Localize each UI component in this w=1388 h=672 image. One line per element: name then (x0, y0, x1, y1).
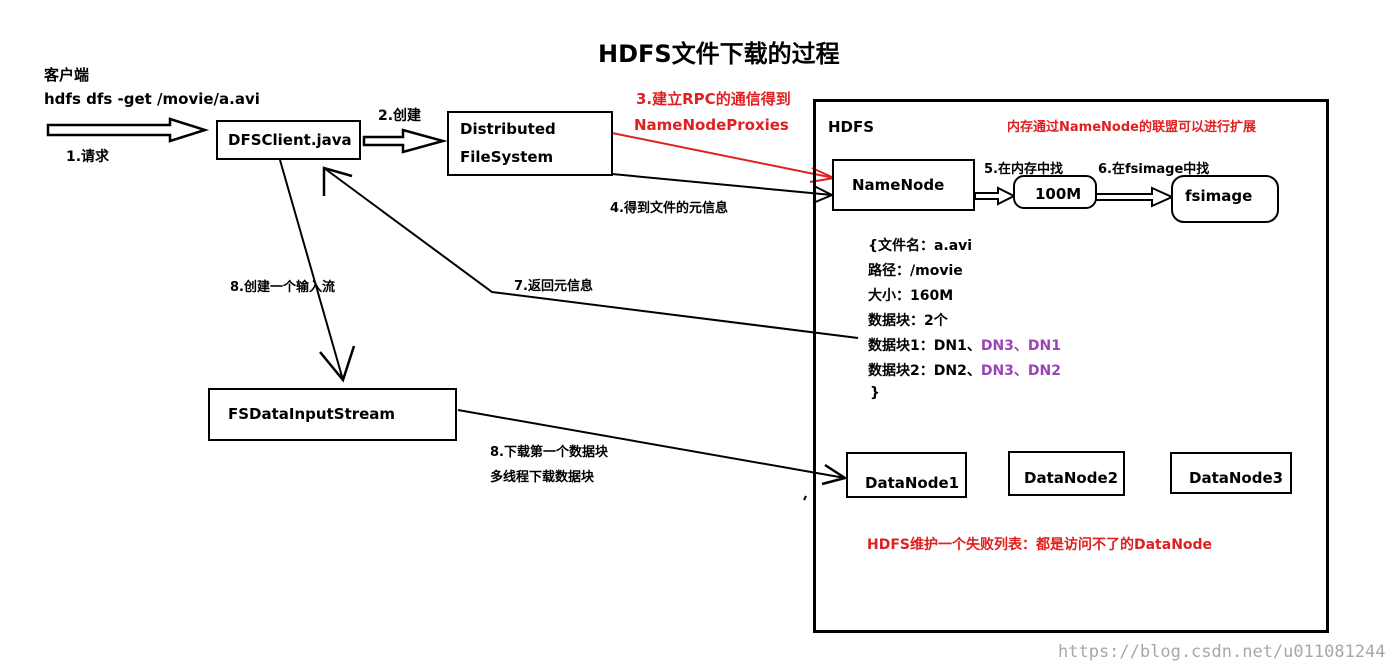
fsimage-box-shape (1171, 175, 1279, 223)
stray-mark (803, 495, 807, 501)
metadata-arrow (611, 173, 833, 196)
input-stream-box: FSDataInputStream (208, 388, 457, 441)
namenode-box: NameNode (832, 159, 975, 211)
step-8-create-label: 8.创建一个输入流 (230, 280, 335, 295)
dfs-client-box: DFSClient.java (216, 120, 361, 160)
metadata-block-count: 数据块：2个 (868, 313, 948, 329)
create-stream-arrowhead (319, 345, 356, 383)
metadata-size: 大小：160M (868, 288, 954, 304)
datanode3-label: DataNode3 (1189, 469, 1284, 487)
step-3-proxy-label: NameNodeProxies (634, 116, 789, 134)
step-6-label: 6.在fsimage中找 (1098, 162, 1210, 177)
metadata-filename: {文件名：a.avi (868, 238, 973, 254)
page-title: HDFS文件下载的过程 (598, 40, 840, 68)
metadata-block1: 数据块1：DN1、DN3、DN1 (868, 335, 1061, 355)
metadata-block2: 数据块2：DN2、DN3、DN2 (868, 360, 1061, 380)
hdfs-container (813, 99, 1329, 633)
distributed-filesystem-line1: Distributed (460, 120, 556, 138)
multithread-download-label: 多线程下载数据块 (490, 470, 595, 485)
datanode2-box: DataNode2 (1008, 451, 1125, 496)
hdfs-label: HDFS (828, 118, 875, 136)
metadata-block2-primary: 数据块2：DN2、 (868, 363, 981, 379)
create-arrow (362, 128, 448, 154)
request-arrow (46, 117, 210, 143)
create-stream-line (279, 159, 344, 381)
datanode1-box: DataNode1 (846, 452, 967, 498)
metadata-close: } (870, 385, 880, 401)
step-4-label: 4.得到文件的元信息 (610, 201, 728, 216)
federation-note: 内存通过NameNode的联盟可以进行扩展 (1007, 120, 1256, 135)
datanode2-label: DataNode2 (1024, 469, 1119, 487)
watermark: https://blog.csdn.net/u011081244 (1058, 642, 1386, 662)
distributed-filesystem-box: Distributed FileSystem (447, 111, 613, 176)
step-1-label: 1.请求 (66, 149, 110, 165)
distributed-filesystem-line2: FileSystem (460, 148, 554, 166)
return-metadata-arrowhead (322, 166, 353, 196)
step-7-label: 7.返回元信息 (514, 279, 593, 294)
metadata-path: 路径：/movie (868, 263, 963, 279)
fsimage-arrow (1095, 186, 1175, 208)
memory-label: 100M (1035, 185, 1082, 203)
client-label: 客户端 (44, 66, 90, 84)
rpc-arrow (611, 132, 835, 179)
metadata-block1-replicas: DN3、DN1 (980, 338, 1061, 354)
memory-box-shape (1013, 175, 1097, 209)
step-2-label: 2.创建 (378, 108, 422, 124)
return-metadata-line (323, 167, 859, 339)
step-5-label: 5.在内存中找 (984, 162, 1063, 177)
fsimage-label: fsimage (1185, 187, 1253, 205)
step-8-download-label: 8.下载第一个数据块 (490, 445, 608, 460)
metadata-block2-replicas: DN3、DN2 (980, 363, 1061, 379)
datanode3-box: DataNode3 (1170, 452, 1292, 494)
input-stream-label: FSDataInputStream (228, 405, 396, 423)
datanode1-label: DataNode1 (865, 474, 960, 492)
download-arrowhead (821, 463, 849, 486)
namenode-label: NameNode (852, 176, 945, 194)
dfs-client-label: DFSClient.java (228, 131, 352, 149)
download-line (457, 409, 846, 479)
metadata-block1-primary: 数据块1：DN1、 (868, 338, 981, 354)
memory-arrow (974, 186, 1017, 206)
client-command: hdfs dfs -get /movie/a.avi (44, 90, 260, 108)
fail-list-note: HDFS维护一个失败列表：都是访问不了的DataNode (867, 537, 1213, 553)
step-3-label: 3.建立RPC的通信得到 (636, 90, 791, 108)
